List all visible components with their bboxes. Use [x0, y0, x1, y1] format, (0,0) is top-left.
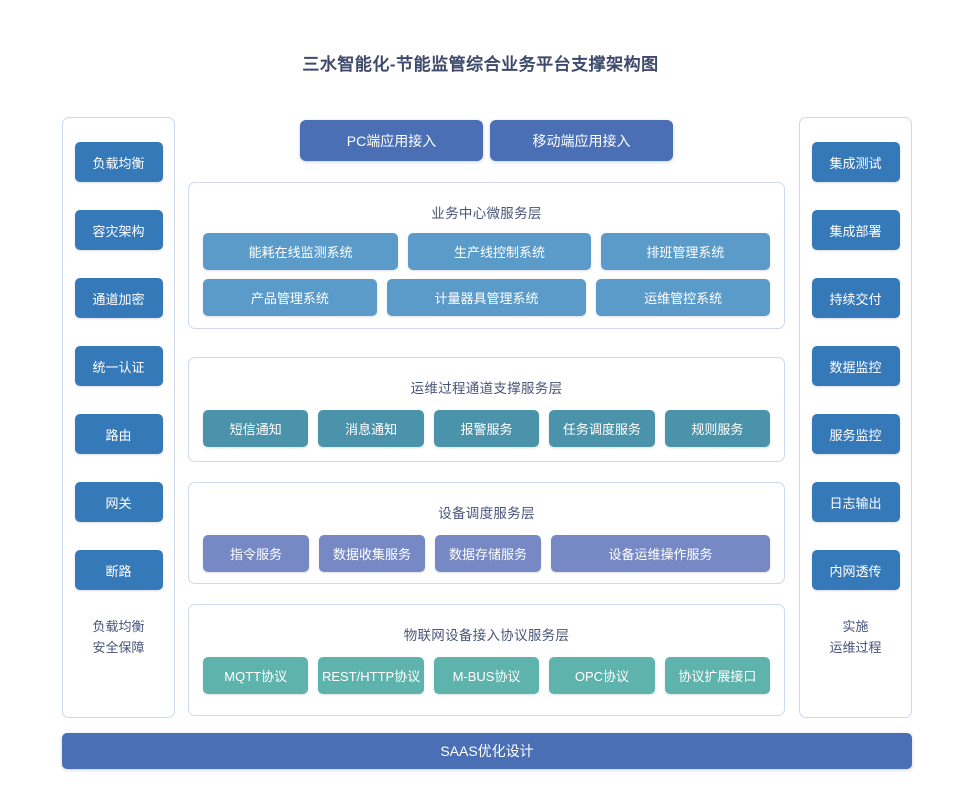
mobile-application-access-button[interactable]: 移动端应用接入 — [490, 120, 673, 161]
right-column-caption-line1: 实施 — [842, 619, 869, 634]
chip-mbus-protocol[interactable]: M-BUS协议 — [433, 657, 540, 694]
business-microservice-layer-panel: 业务中心微服务层 能耗在线监测系统 生产线控制系统 排班管理系统 产品管理系统 … — [188, 182, 785, 329]
chip-device-ops-operation-service[interactable]: 设备运维操作服务 — [551, 535, 770, 572]
device-layer-row-1: 指令服务 数据收集服务 数据存储服务 设备运维操作服务 — [189, 535, 784, 572]
sidebar-item-intranet-passthrough[interactable]: 内网透传 — [811, 550, 900, 590]
chip-shift-management-system[interactable]: 排班管理系统 — [600, 233, 770, 270]
chip-task-scheduling-service[interactable]: 任务调度服务 — [549, 410, 655, 447]
sidebar-item-continuous-delivery[interactable]: 持续交付 — [811, 278, 900, 318]
sidebar-item-circuit-breaker[interactable]: 断路 — [74, 550, 163, 590]
page-title: 三水智能化-节能监管综合业务平台支撑架构图 — [302, 55, 659, 74]
sidebar-item-load-balance[interactable]: 负载均衡 — [74, 142, 163, 182]
left-column-caption-line2: 安全保障 — [92, 640, 145, 656]
chip-data-storage-service[interactable]: 数据存储服务 — [435, 535, 541, 572]
business-layer-row-1: 能耗在线监测系统 生产线控制系统 排班管理系统 — [189, 233, 784, 270]
left-support-column: 负载均衡 容灾架构 通道加密 统一认证 路由 网关 断路 负载均衡 安全保障 — [62, 117, 175, 718]
chip-opc-protocol[interactable]: OPC协议 — [549, 657, 655, 694]
ops-channel-support-layer-panel: 运维过程通道支撑服务层 短信通知 消息通知 报警服务 任务调度服务 规则服务 — [188, 357, 785, 462]
chip-product-management-system[interactable]: 产品管理系统 — [203, 279, 377, 316]
device-layer-title: 设备调度服务层 — [438, 506, 535, 521]
ops-layer-title: 运维过程通道支撑服务层 — [410, 381, 563, 396]
chip-production-line-control-system[interactable]: 生产线控制系统 — [408, 233, 591, 270]
sidebar-item-service-monitoring[interactable]: 服务监控 — [811, 414, 900, 454]
chip-rule-service[interactable]: 规则服务 — [664, 410, 771, 447]
right-support-column: 集成测试 集成部署 持续交付 数据监控 服务监控 日志输出 内网透传 实施 运维… — [799, 117, 912, 718]
pc-application-access-button[interactable]: PC端应用接入 — [300, 120, 483, 161]
iot-layer-title: 物联网设备接入协议服务层 — [403, 628, 570, 643]
left-column-caption: 负载均衡 安全保障 — [92, 616, 144, 659]
sidebar-item-disaster-recovery[interactable]: 容灾架构 — [74, 210, 163, 250]
chip-mqtt-protocol[interactable]: MQTT协议 — [203, 657, 309, 694]
chip-command-service[interactable]: 指令服务 — [203, 535, 309, 572]
ops-layer-row-1: 短信通知 消息通知 报警服务 任务调度服务 规则服务 — [189, 410, 784, 447]
iot-protocol-layer-panel: 物联网设备接入协议服务层 MQTT协议 REST/HTTP协议 M-BUS协议 … — [188, 604, 785, 716]
chip-message-notification[interactable]: 消息通知 — [318, 410, 424, 447]
chip-rest-http-protocol[interactable]: REST/HTTP协议 — [318, 657, 424, 694]
left-column-caption-line1: 负载均衡 — [92, 619, 145, 634]
device-scheduling-layer-panel: 设备调度服务层 指令服务 数据收集服务 数据存储服务 设备运维操作服务 — [188, 482, 785, 584]
sidebar-item-gateway[interactable]: 网关 — [74, 482, 163, 522]
chip-metering-device-management-system[interactable]: 计量器具管理系统 — [386, 279, 587, 316]
chip-protocol-extension-interface[interactable]: 协议扩展接口 — [664, 657, 771, 694]
sidebar-item-integration-deploy[interactable]: 集成部署 — [811, 210, 900, 250]
iot-layer-row-1: MQTT协议 REST/HTTP协议 M-BUS协议 OPC协议 协议扩展接口 — [189, 657, 784, 694]
business-layer-title: 业务中心微服务层 — [431, 206, 542, 221]
sidebar-item-unified-auth[interactable]: 统一认证 — [74, 346, 163, 386]
business-layer-row-2: 产品管理系统 计量器具管理系统 运维管控系统 — [189, 279, 784, 316]
right-column-caption: 实施 运维过程 — [829, 616, 881, 659]
sidebar-item-routing[interactable]: 路由 — [74, 414, 163, 454]
right-column-caption-line2: 运维过程 — [829, 640, 882, 656]
chip-sms-notification[interactable]: 短信通知 — [203, 410, 309, 447]
sidebar-item-data-monitoring[interactable]: 数据监控 — [811, 346, 900, 386]
sidebar-item-log-output[interactable]: 日志输出 — [811, 482, 900, 522]
saas-optimization-design-bar[interactable]: SAAS优化设计 — [62, 733, 912, 769]
chip-operation-control-system[interactable]: 运维管控系统 — [596, 279, 771, 316]
chip-alarm-service[interactable]: 报警服务 — [433, 410, 540, 447]
sidebar-item-channel-encryption[interactable]: 通道加密 — [74, 278, 163, 318]
sidebar-item-integration-test[interactable]: 集成测试 — [811, 142, 900, 182]
chip-data-collection-service[interactable]: 数据收集服务 — [319, 535, 425, 572]
chip-energy-online-monitoring-system[interactable]: 能耗在线监测系统 — [203, 233, 399, 270]
